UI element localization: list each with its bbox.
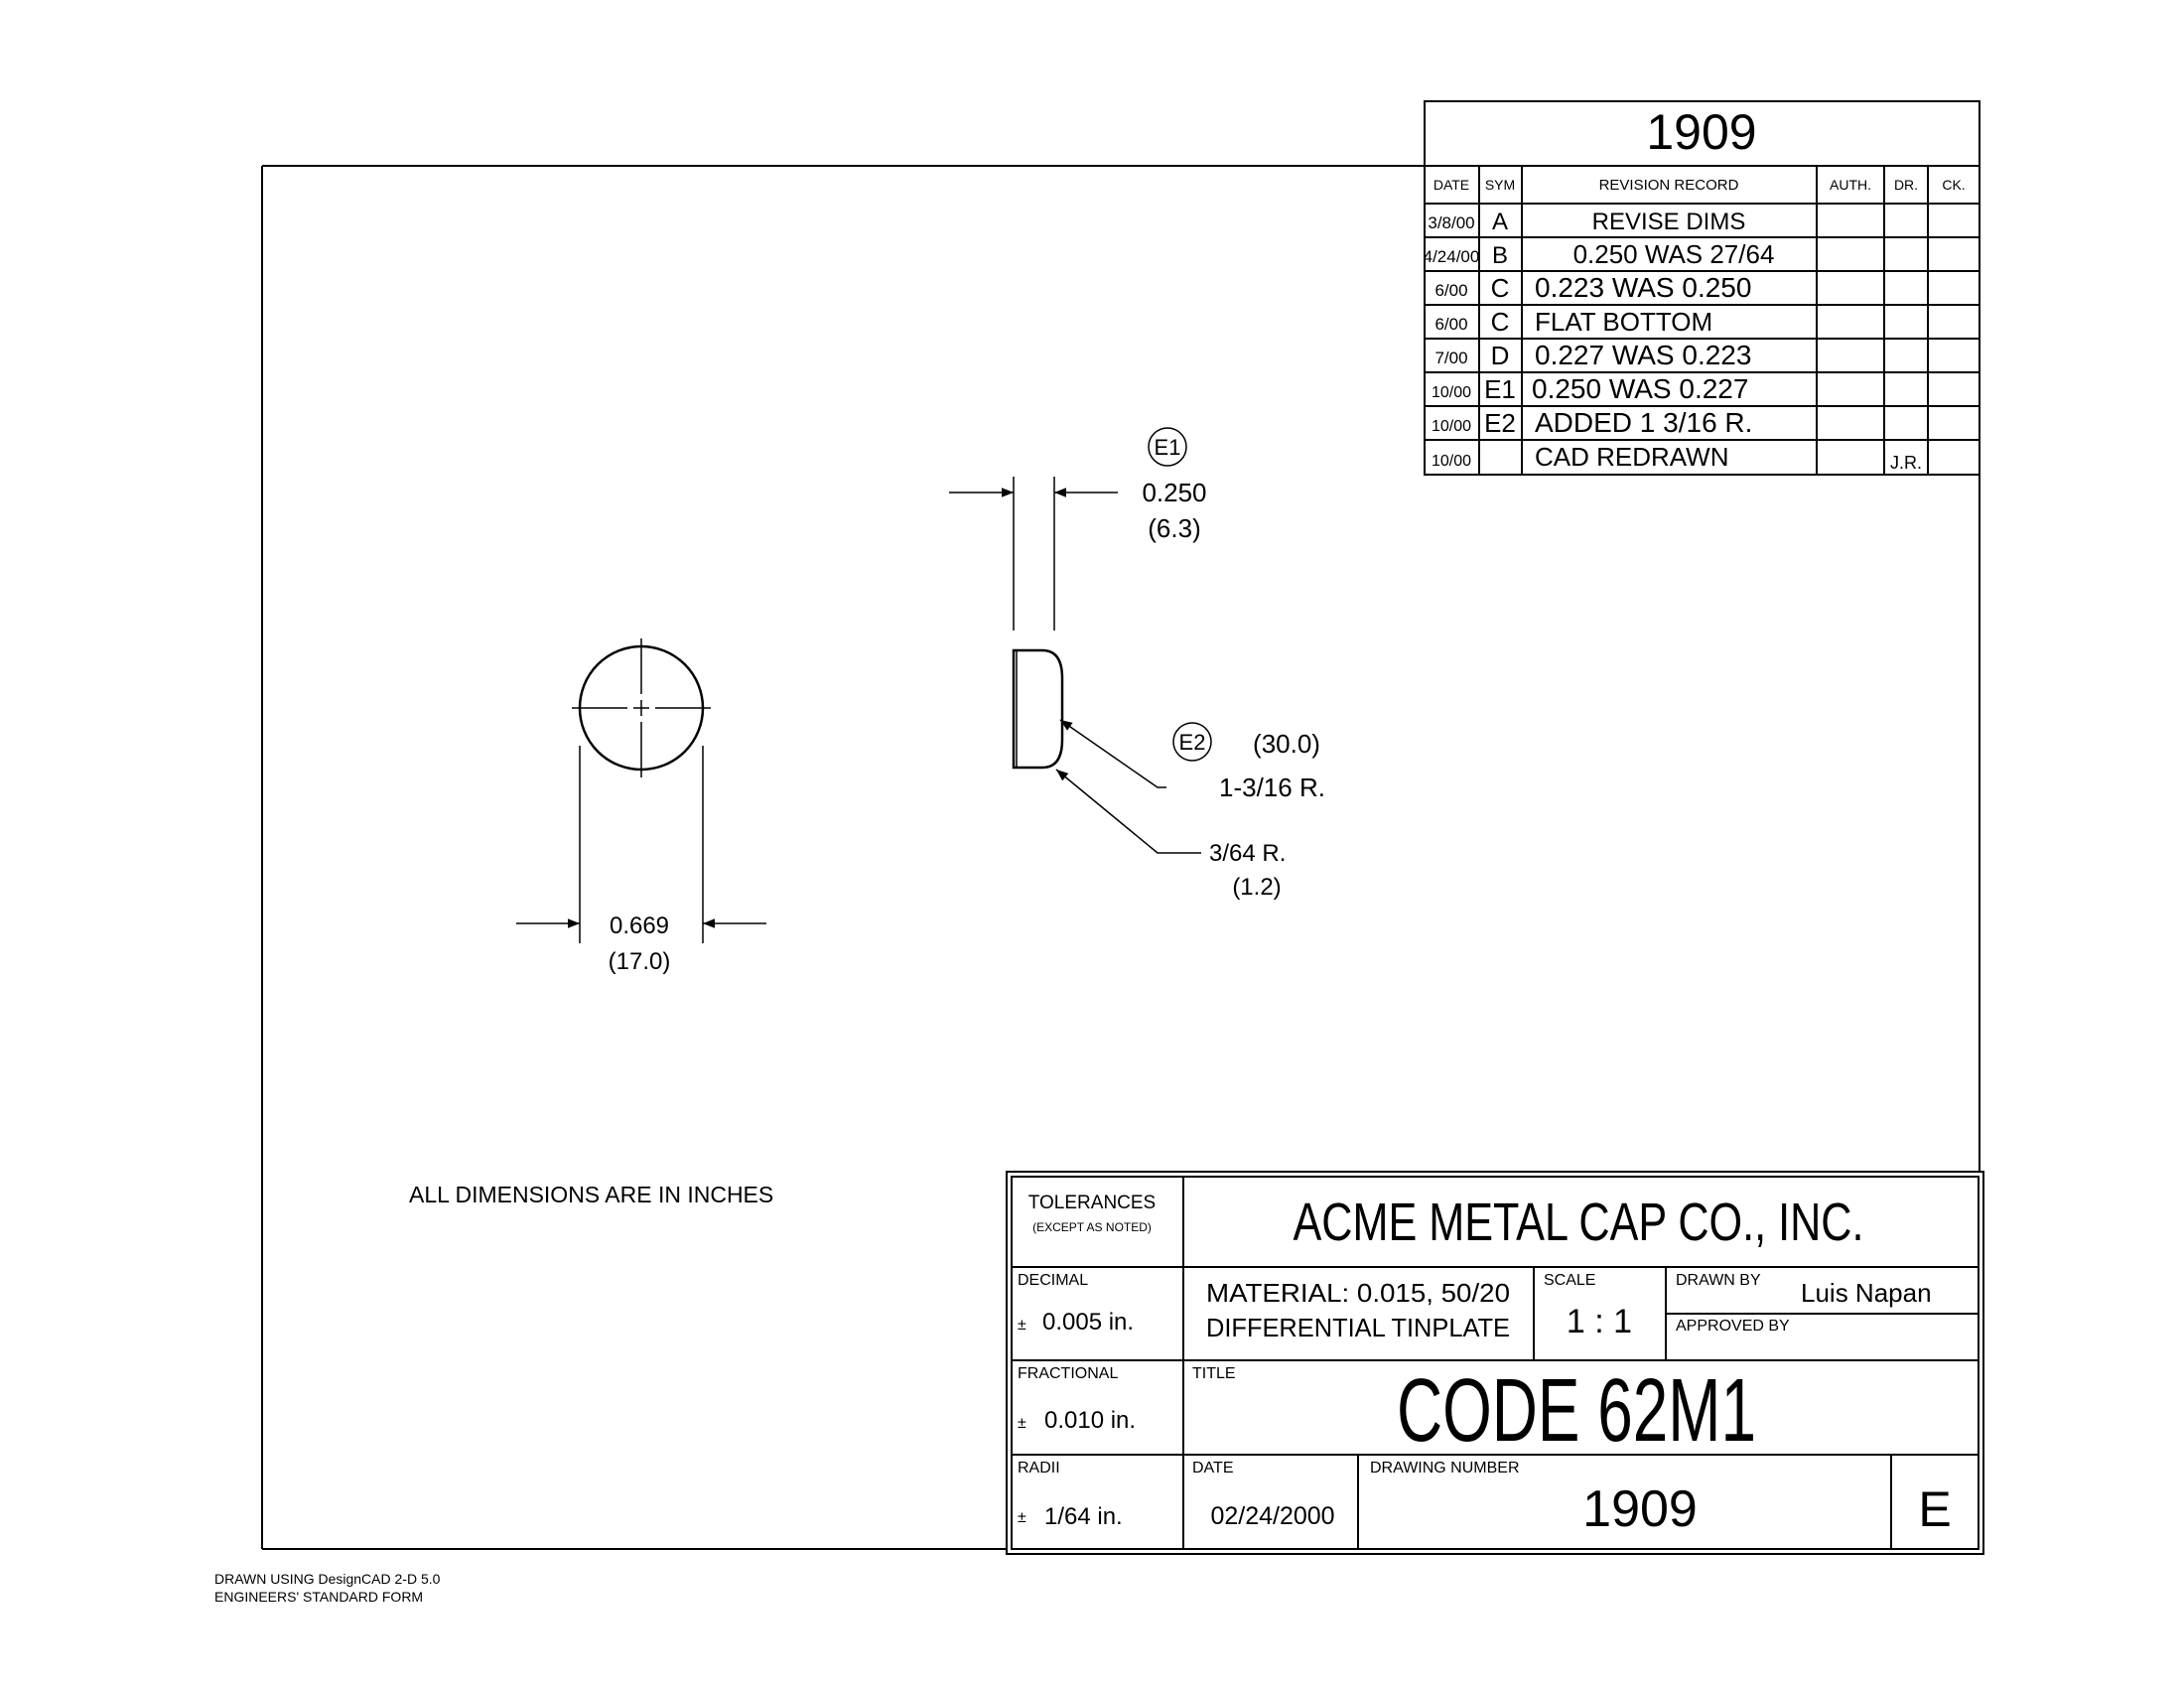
large-radius-value: 1-3/16 R. bbox=[1219, 773, 1325, 802]
thickness-value: 0.250 bbox=[1142, 478, 1206, 507]
rev-dr: J.R. bbox=[1890, 453, 1922, 473]
revision-row: 6/00 C 0.223 WAS 0.250 bbox=[1434, 272, 1751, 303]
rev-record: ADDED 1 3/16 R. bbox=[1535, 407, 1752, 438]
rev-header-sym: SYM bbox=[1485, 177, 1515, 193]
drawn-by-label: DRAWN BY bbox=[1676, 1272, 1761, 1289]
material-line-2: DIFFERENTIAL TINPLATE bbox=[1206, 1313, 1510, 1342]
tolerances-subtitle: (EXCEPT AS NOTED) bbox=[1032, 1220, 1152, 1234]
revision-tag-e2: E2 bbox=[1172, 722, 1212, 762]
plus-minus-sign: ± bbox=[1018, 1415, 1026, 1432]
large-radius-metric: (30.0) bbox=[1253, 729, 1320, 759]
rev-date: 3/8/00 bbox=[1428, 213, 1474, 232]
rev-header-dr: DR. bbox=[1894, 177, 1918, 193]
rev-record: 0.223 WAS 0.250 bbox=[1535, 272, 1751, 303]
top-view-circle bbox=[572, 638, 711, 777]
thickness-metric: (6.3) bbox=[1148, 513, 1200, 543]
footer-line-1: DRAWN USING DesignCAD 2-D 5.0 bbox=[214, 1571, 441, 1587]
rev-date: 10/00 bbox=[1432, 418, 1471, 435]
revision-row: 10/00 CAD REDRAWN J.R. bbox=[1432, 442, 1922, 473]
scale-label: SCALE bbox=[1544, 1272, 1595, 1289]
drawing-number-label: DRAWING NUMBER bbox=[1370, 1460, 1520, 1477]
rev-header-date: DATE bbox=[1433, 177, 1469, 193]
rev-header-ck: CK. bbox=[1942, 177, 1965, 193]
small-radius-value: 3/64 R. bbox=[1209, 840, 1286, 867]
drawn-by-value: Luis Napan bbox=[1801, 1278, 1932, 1308]
date-value: 02/24/2000 bbox=[1210, 1502, 1334, 1530]
rev-date: 7/00 bbox=[1434, 349, 1467, 367]
approved-by-label: APPROVED BY bbox=[1676, 1318, 1790, 1335]
decimal-value: 0.005 in. bbox=[1042, 1309, 1134, 1336]
material-line-1: MATERIAL: 0.015, 50/20 bbox=[1206, 1278, 1510, 1308]
rev-date: 10/00 bbox=[1432, 384, 1471, 401]
rev-record: 0.227 WAS 0.223 bbox=[1535, 340, 1751, 370]
date-label: DATE bbox=[1192, 1460, 1233, 1477]
scale-value: 1 : 1 bbox=[1567, 1303, 1632, 1340]
units-note: ALL DIMENSIONS ARE IN INCHES bbox=[409, 1182, 773, 1207]
drawing-title: CODE 62M1 bbox=[1397, 1361, 1756, 1461]
rev-header-auth: AUTH. bbox=[1830, 177, 1871, 193]
drawing-number-value: 1909 bbox=[1582, 1480, 1698, 1538]
rev-sym: B bbox=[1492, 242, 1508, 269]
radii-value: 1/64 in. bbox=[1044, 1503, 1123, 1530]
revision-tag-label: E1 bbox=[1155, 435, 1181, 460]
revision-tag-label: E2 bbox=[1179, 730, 1206, 755]
rev-sym: E2 bbox=[1484, 408, 1516, 438]
rev-header-record: REVISION RECORD bbox=[1599, 177, 1739, 194]
revision-row: 4/24/00 B 0.250 WAS 27/64 bbox=[1424, 239, 1775, 269]
revision-row: 7/00 D 0.227 WAS 0.223 bbox=[1434, 340, 1751, 370]
revision-letter: E bbox=[1918, 1481, 1951, 1537]
diameter-value: 0.669 bbox=[610, 913, 669, 939]
large-radius-dimension: E2 (30.0) 1-3/16 R. bbox=[1059, 719, 1325, 802]
rev-record: FLAT BOTTOM bbox=[1535, 307, 1712, 337]
company-name: ACME METAL CAP CO., INC. bbox=[1294, 1193, 1864, 1252]
rev-date: 6/00 bbox=[1434, 315, 1467, 334]
thickness-dimension: E1 0.250 (6.3) bbox=[949, 427, 1207, 631]
rev-record: 0.250 WAS 0.227 bbox=[1532, 373, 1748, 404]
rev-sym: E1 bbox=[1484, 374, 1516, 404]
revision-table: 1909 DATE SYM REVISION RECORD AUTH. DR. … bbox=[1424, 100, 1980, 476]
plus-minus-sign: ± bbox=[1018, 1317, 1026, 1334]
decimal-label: DECIMAL bbox=[1018, 1272, 1088, 1289]
rev-sym: C bbox=[1491, 273, 1510, 303]
fractional-label: FRACTIONAL bbox=[1018, 1365, 1118, 1382]
rev-sym: D bbox=[1491, 341, 1510, 370]
footer-line-2: ENGINEERS' STANDARD FORM bbox=[214, 1589, 424, 1605]
plus-minus-sign: ± bbox=[1018, 1509, 1026, 1526]
revision-row: 10/00 E2 ADDED 1 3/16 R. bbox=[1432, 407, 1752, 438]
revision-row: 10/00 E1 0.250 WAS 0.227 bbox=[1432, 373, 1748, 404]
small-radius-metric: (1.2) bbox=[1232, 874, 1281, 901]
revision-row: 6/00 C FLAT BOTTOM bbox=[1434, 307, 1712, 337]
diameter-dimension: 0.669 (17.0) bbox=[516, 746, 766, 975]
revision-table-title: 1909 bbox=[1646, 104, 1756, 160]
small-radius-dimension: 3/64 R. (1.2) bbox=[1055, 769, 1286, 901]
rev-record: CAD REDRAWN bbox=[1535, 442, 1728, 472]
fractional-value: 0.010 in. bbox=[1044, 1407, 1136, 1434]
drawing-border bbox=[261, 165, 1980, 1550]
revision-row: 3/8/00 A REVISE DIMS bbox=[1428, 209, 1745, 235]
radii-label: RADII bbox=[1018, 1460, 1060, 1477]
title-block: TOLERANCES (EXCEPT AS NOTED) ACME METAL … bbox=[1006, 1171, 1984, 1555]
side-view-profile bbox=[1012, 648, 1064, 770]
rev-date: 4/24/00 bbox=[1424, 247, 1480, 266]
rev-record: 0.250 WAS 27/64 bbox=[1573, 239, 1775, 269]
rev-sym: C bbox=[1491, 307, 1510, 337]
rev-date: 10/00 bbox=[1432, 453, 1471, 470]
rev-date: 6/00 bbox=[1434, 281, 1467, 300]
rev-sym: A bbox=[1492, 209, 1508, 235]
tolerances-label: TOLERANCES bbox=[1028, 1193, 1156, 1213]
revision-tag-e1: E1 bbox=[1148, 427, 1187, 467]
rev-record: REVISE DIMS bbox=[1592, 209, 1746, 235]
title-label: TITLE bbox=[1192, 1365, 1236, 1382]
diameter-metric: (17.0) bbox=[609, 948, 671, 975]
